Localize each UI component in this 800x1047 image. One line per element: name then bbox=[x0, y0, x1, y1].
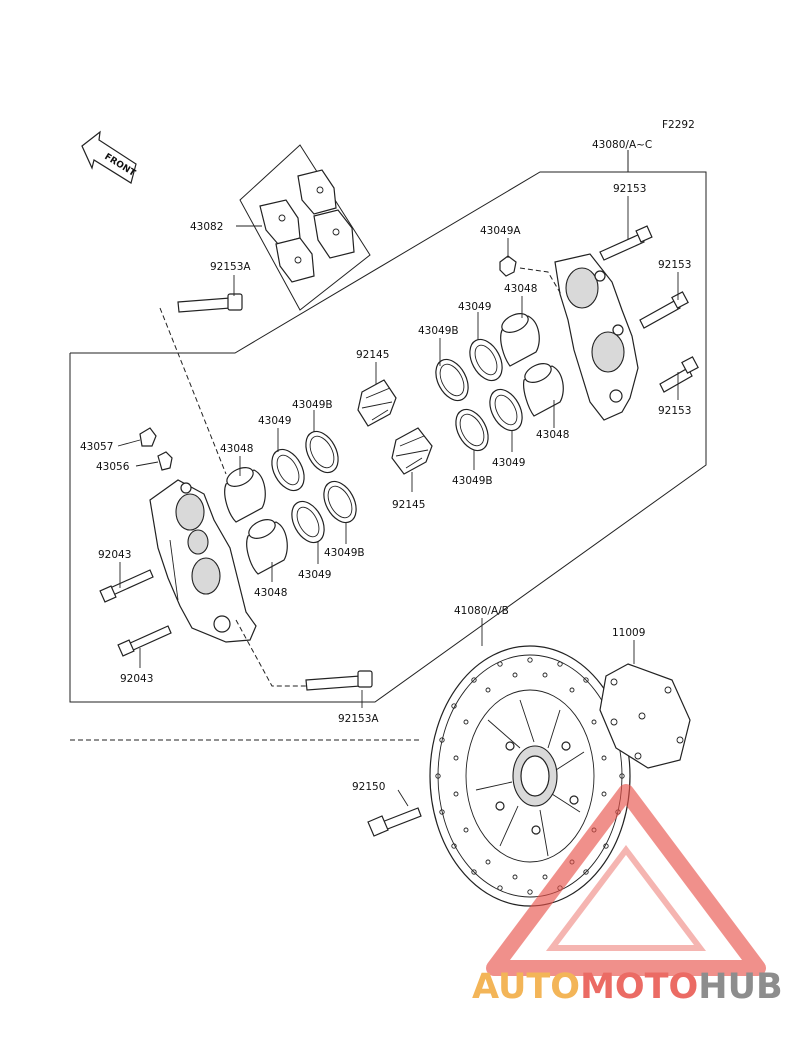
piston-left-top bbox=[224, 467, 266, 523]
label-seal-l-4: 43049B bbox=[324, 547, 365, 559]
label-disc: 41080/A/B bbox=[454, 605, 509, 617]
bleeder-valve bbox=[157, 451, 173, 471]
bolt-a-lower bbox=[305, 670, 373, 691]
label-piston-left-top: 43048 bbox=[220, 443, 253, 455]
seals-right bbox=[435, 338, 523, 452]
caliper-left-half bbox=[149, 479, 257, 643]
brake-pads bbox=[239, 144, 371, 311]
bolt-right-middle bbox=[639, 291, 689, 329]
label-caliper-screw-2: 92043 bbox=[120, 673, 153, 685]
bolt-right-top bbox=[599, 225, 653, 261]
label-seal-r-2: 43049B bbox=[418, 325, 459, 337]
pad-spring-bottom bbox=[391, 427, 433, 475]
shim bbox=[599, 663, 691, 769]
label-bolt-a-upper: 92153A bbox=[210, 261, 251, 273]
piston-left-bottom bbox=[246, 519, 288, 575]
label-piston-left-bottom: 43048 bbox=[254, 587, 287, 599]
watermark-text-hub: HUB bbox=[698, 967, 782, 1007]
label-seal-r-3: 43049 bbox=[492, 457, 525, 469]
label-spring-bottom: 92145 bbox=[392, 499, 425, 511]
bolt-a-upper bbox=[177, 293, 243, 313]
brake-disc bbox=[429, 645, 631, 907]
label-caliper-screw-1: 92043 bbox=[98, 549, 131, 561]
piston-right-top bbox=[500, 313, 540, 367]
label-pads: 43082 bbox=[190, 221, 223, 233]
label-seal-r-4: 43049B bbox=[452, 475, 493, 487]
label-bolt-right-1: 92153 bbox=[658, 259, 691, 271]
caliper-screw-upper bbox=[99, 569, 154, 603]
label-spring-top: 92145 bbox=[356, 349, 389, 361]
bleeder-nut-right bbox=[499, 255, 517, 277]
bolt-right-lower bbox=[659, 356, 699, 393]
leader-lines bbox=[117, 196, 679, 807]
label-seal-l-3: 43049 bbox=[298, 569, 331, 581]
disc-bolt-holes bbox=[495, 741, 579, 835]
label-piston-right-bottom: 43048 bbox=[536, 429, 569, 441]
seals-left bbox=[271, 430, 357, 544]
label-disc-bolt: 92150 bbox=[352, 781, 385, 793]
pad-spring-top bbox=[357, 379, 397, 427]
caliper-screw-lower bbox=[117, 625, 172, 657]
part-labels: 43080/A~C 43082 92153 92153A 92153 92153… bbox=[80, 139, 691, 793]
label-caliper-bolt-top: 92153 bbox=[613, 183, 646, 195]
svg-text:AUTOMOTOHUB: AUTOMOTOHUB bbox=[472, 967, 783, 1007]
assembly-frame bbox=[69, 150, 707, 703]
label-seal-l-1: 43049 bbox=[258, 415, 291, 427]
disc-bolt bbox=[367, 807, 422, 837]
label-seal-r-1: 43049 bbox=[458, 301, 491, 313]
label-bolt-a-lower: 92153A bbox=[338, 713, 379, 725]
watermark-logo: AUTOMOTOHUB bbox=[472, 784, 783, 1007]
label-bleeder-cap: 43057 bbox=[80, 441, 113, 453]
label-shim: 11009 bbox=[612, 627, 645, 639]
caliper-right-half bbox=[554, 253, 639, 421]
watermark-text-moto: MOTO bbox=[580, 967, 698, 1007]
front-arrow-icon: FRONT bbox=[81, 130, 138, 184]
label-caliper-assy: 43080/A~C bbox=[592, 139, 652, 151]
label-bleeder-nut-right: 43049A bbox=[480, 225, 521, 237]
piston-right-bottom bbox=[523, 363, 564, 417]
bleeder-cap bbox=[139, 427, 157, 447]
watermark-text-auto: AUTO bbox=[472, 967, 580, 1007]
label-piston-right-top: 43048 bbox=[504, 283, 537, 295]
label-seal-l-2: 43049B bbox=[292, 399, 333, 411]
figure-code: F2292 bbox=[662, 119, 695, 131]
label-bolt-right-2: 92153 bbox=[658, 405, 691, 417]
watermark-triangle-icon bbox=[486, 784, 766, 976]
label-bleeder-valve: 43056 bbox=[96, 461, 130, 473]
